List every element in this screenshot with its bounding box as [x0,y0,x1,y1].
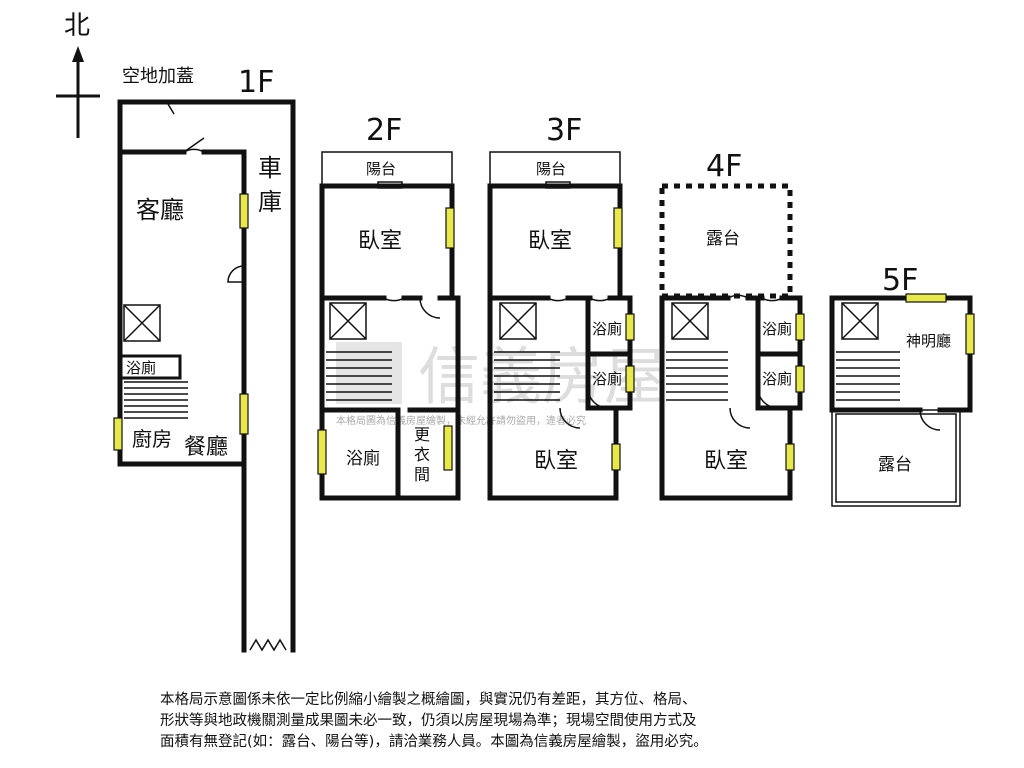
room-terrace-4f: 露台 [706,229,740,249]
balcony-3f-door-icon [545,181,571,189]
room-bedroom2-3f: 臥室 [534,449,578,474]
bedroom-2f-door-icon [383,297,405,302]
elevator-4f-icon [671,302,709,340]
floor-4f: 4F 露台 浴廁 浴廁 臥室 [659,149,805,501]
room-bath-2f: 浴廁 [346,448,380,469]
floor-4f-label: 4F [706,149,742,184]
balcony-2f-door-icon [377,181,403,189]
room-bath2-3f: 浴廁 [592,370,622,388]
room-garage-2: 庫 [258,188,282,216]
bath-2f-window-icon [317,429,327,475]
garage-door-icon [227,265,245,283]
floor-2f: 2F 陽台 臥室 浴廁 更 衣 間 [317,113,461,501]
floor-3f: 3F 陽台 臥室 浴廁 浴廁 臥室 [487,113,635,501]
floor-3f-inner-walls [487,295,633,411]
bedroom2-3f-door-icon [559,407,581,429]
elevator-3f-icon [499,302,537,340]
disclaimer: 本格局示意圖係未依一定比例縮小繪製之概繪圖，與實況仍有差距，其方位、格局、 形狀… [160,690,880,753]
bath2-3f-door-icon [587,387,609,409]
room-balcony-3f: 陽台 [536,160,566,178]
disclaimer-line-2: 形狀等與地政機關測量成果圖未必一致，仍須以房屋現場為準；現場空間使用方式及 [160,713,697,729]
room-bedroom-2f: 臥室 [358,229,402,254]
room-balcony-2f: 陽台 [366,160,396,178]
floor-2f-label: 2F [366,113,402,148]
room-yard: 空地加蓋 [122,66,194,87]
dining-window-icon [239,393,249,435]
terrace-5f-outline [831,409,961,507]
north-compass: 北 [56,11,100,138]
garage-gate-icon [249,638,287,652]
stair-1f-icon [124,381,188,419]
room-bath1-3f: 浴廁 [592,320,622,338]
room-closet-2f-3: 間 [414,465,430,484]
stair-3f-icon [494,351,560,401]
floor-4f-inner-walls [659,295,803,411]
shrine-5f-side-window-icon [965,313,975,355]
disclaimer-line-3: 面積有無登記(如：露台、陽台等)，請洽業務人員。本圖為信義房屋繪製，盜用必究。 [160,734,708,750]
bedroom-3f-window-icon [613,207,623,249]
stair-5f-icon [836,351,900,401]
room-bath2-4f: 浴廁 [762,370,792,388]
room-dining: 餐廳 [184,435,228,460]
bath2-4f-door-icon [757,387,779,409]
living-window-icon [239,193,249,229]
yard-leader-line [167,103,175,115]
room-terrace-5f: 露台 [878,455,912,475]
terrace-4f-door-icon [727,294,749,299]
closet-2f-window-icon [443,425,453,471]
shrine-5f-top-window-icon [905,293,947,303]
bedroom2-3f-window-icon [611,443,621,471]
bedroom-2f-window-icon [445,207,455,249]
room-closet-2f-2: 衣 [414,445,430,464]
bath1-4f-window-icon [795,313,805,341]
bath1-4f-door-icon [761,297,783,302]
room-shrine-5f: 神明廳 [906,332,951,350]
disclaimer-line-1: 本格局示意圖係未依一定比例縮小繪製之概繪圖，與實況仍有差距，其方位、格局、 [160,692,697,708]
elevator-5f-icon [841,302,879,340]
bedroom-3f-door-icon [547,297,569,302]
room-bath1-4f: 浴廁 [762,320,792,338]
floor-2f-walls [319,183,461,501]
elevator-1f-cross [123,304,161,342]
kitchen-window-icon [113,417,123,451]
stair-2f-icon [326,351,392,401]
bath-1f-outline [118,354,182,380]
floor-1f: 1F 空地加蓋 客廳 車 庫 浴廁 廚房 餐廳 [113,65,296,653]
room-garage-1: 車 [258,154,282,182]
room-living: 客廳 [136,196,184,224]
elevator-3f-cross [499,302,537,340]
room-bedroom-4f: 臥室 [704,449,748,474]
floor-5f: 5F 神明廳 露台 [829,263,975,507]
closet-2f-door-icon [419,297,441,319]
stair-4f-icon [666,351,728,401]
elevator-2f-cross [329,302,367,340]
bath1-3f-window-icon [625,313,635,341]
room-bath-1f: 浴廁 [126,359,156,377]
floor-5f-label: 5F [882,263,918,298]
north-arrow-icon [72,46,84,62]
room-closet-2f-1: 更 [414,425,430,444]
terrace-5f-inner-outline [835,413,957,503]
floor-2f-inner-walls [319,295,461,501]
floor-plan: 北 信義房屋 本格局圖為信義房屋繪製，未經允許請勿盜用，違者必究 1F 空地加蓋 [56,11,975,653]
terrace-5f-door-icon [919,409,941,431]
room-bedroom1-3f: 臥室 [528,229,572,254]
elevator-1f-icon [123,304,161,342]
elevator-5f-cross [841,302,879,340]
bath-3f-door-icon [589,297,611,302]
floor-1f-door-leaf [183,137,205,153]
bath2-3f-window-icon [625,365,635,393]
bath2-4f-window-icon [795,365,805,393]
floor-5f-walls [829,295,973,413]
watermark-small-text: 本格局圖為信義房屋繪製，未經允許請勿盜用，違者必究 [336,414,586,427]
bedroom-4f-window-icon [785,443,795,471]
elevator-4f-cross [671,302,709,340]
north-label: 北 [64,11,90,41]
floor-3f-label: 3F [546,113,582,148]
elevator-2f-icon [329,302,367,340]
room-kitchen: 廚房 [132,427,172,451]
floor-1f-label: 1F [238,65,274,100]
bedroom-4f-door-icon [729,407,751,429]
